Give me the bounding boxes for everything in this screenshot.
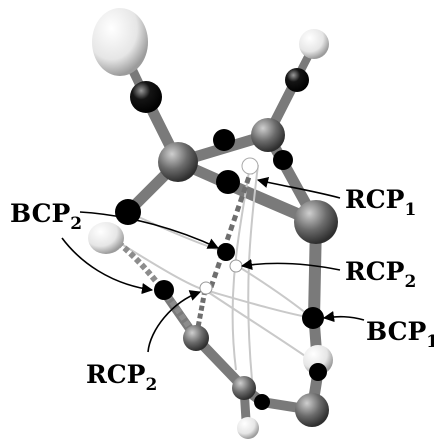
bcp-dot-left	[115, 199, 141, 225]
hydrogen-atom-bottom	[237, 417, 259, 439]
hydrogen-atom-top-right	[299, 29, 329, 59]
bcp-dot-upper-right	[273, 150, 293, 170]
path-line-d	[204, 289, 319, 366]
dashed-rcp1-to-ring	[207, 167, 255, 291]
rcp2-dot-lower	[199, 281, 213, 295]
arrow-bcp2-to-left	[61, 237, 154, 295]
bcp-dot-top-center	[213, 129, 235, 151]
dashed-left-hbond	[110, 235, 199, 340]
oxygen-atom-right	[285, 68, 309, 92]
rcp2-dot-upper	[229, 259, 243, 273]
label-bcp1-right: BCP1	[366, 317, 434, 352]
labels: RCP1 RCP2 BCP1 BCP2 RCP2	[10, 185, 434, 395]
bcp-dot-bottom	[254, 394, 270, 410]
bcp2-dot-left	[154, 280, 174, 300]
annotation-arrows	[61, 177, 365, 353]
label-rcp1-right: RCP1	[345, 185, 416, 220]
arrow-rcp2-right	[240, 258, 341, 271]
path-line-c	[204, 289, 313, 319]
carbon-atom-lower	[183, 325, 209, 351]
label-rcp2-bottom: RCP2	[86, 360, 157, 395]
arrow-rcp2-bottom	[147, 290, 202, 353]
bcp1-dot-right	[302, 307, 324, 329]
arrow-rcp1	[256, 177, 341, 199]
carbon-atom-top-right	[251, 118, 285, 152]
hydrogen-atom-top-left	[92, 8, 148, 76]
carbon-atom-bottom-right	[295, 393, 329, 427]
bcp2-dot-center	[217, 243, 235, 261]
oxygen-atom-left	[130, 81, 162, 113]
arrow-bcp1	[322, 311, 365, 323]
carbon-atom-center	[158, 142, 198, 182]
carbon-atom-bottom-mid	[232, 376, 256, 400]
label-bcp2-left: BCP2	[10, 199, 82, 234]
bcp-dot-mid-center	[216, 170, 240, 194]
hydrogen-atom-left	[88, 222, 124, 254]
bcp-dot-right-lower	[309, 363, 327, 381]
carbon-atom-large	[294, 200, 338, 244]
rcp1-dot	[241, 157, 259, 175]
label-rcp2-right: RCP2	[345, 257, 416, 292]
atoms	[88, 8, 338, 439]
arrow-bcp2-to-center	[79, 211, 220, 249]
critical-points	[115, 129, 327, 410]
